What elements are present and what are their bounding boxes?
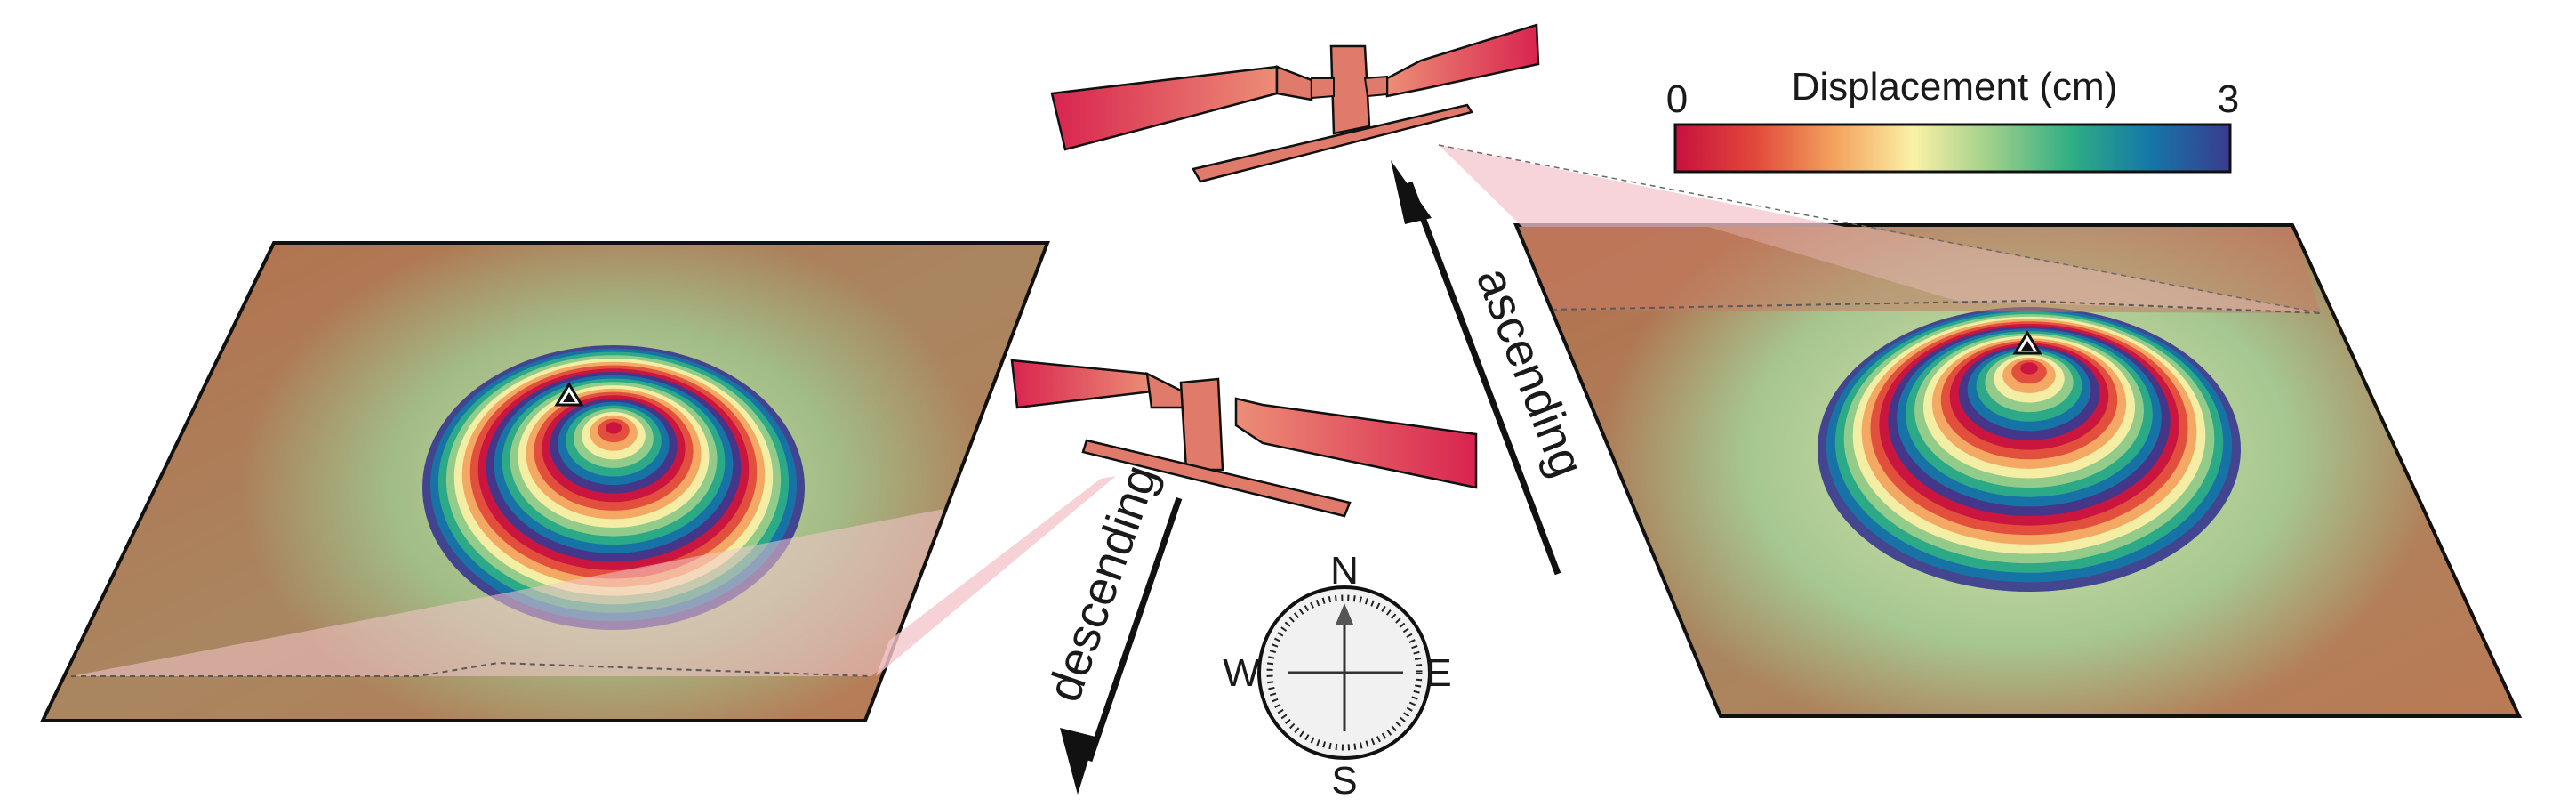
right-interferogram (1818, 307, 2241, 592)
colorbar-title: Displacement (cm) (1792, 65, 2118, 109)
right-panel-border (1513, 223, 2523, 718)
left-footprint-outside (876, 476, 1116, 676)
compass-east: E (1425, 651, 1451, 695)
descending-satellite (1010, 359, 1478, 518)
left-interferogram (422, 345, 805, 630)
ascending-arrow (1391, 160, 1561, 576)
fringe-band (2020, 362, 2038, 375)
right-footprint-light (1516, 225, 2321, 313)
compass-rose: N S E W (1223, 549, 1451, 803)
ascending-panel (1438, 144, 2523, 718)
ascending-satellite (1050, 23, 1540, 183)
right-footprint (1516, 225, 2321, 313)
descending-arrow (1060, 496, 1183, 795)
right-swath-edge (1551, 299, 2322, 314)
right-footprint-outside (1439, 145, 1845, 227)
colorbar-min-label: 0 (1666, 77, 1688, 121)
descending-panel (39, 241, 1116, 722)
compass-north: N (1330, 549, 1359, 593)
left-footprint (71, 476, 1047, 676)
left-swath-edge (71, 661, 872, 677)
fringe-band (606, 422, 622, 434)
left-volcano-summit-marker (554, 382, 584, 407)
colorbar-ramp (1673, 123, 2232, 174)
right-volcano-summit-marker (2012, 330, 2042, 355)
compass-west: W (1223, 651, 1260, 695)
left-panel-border (39, 241, 1050, 722)
displacement-colorbar: Displacement (cm) 0 3 (1666, 65, 2239, 174)
compass-south: S (1331, 759, 1357, 803)
colorbar-max-label: 3 (2218, 77, 2239, 121)
